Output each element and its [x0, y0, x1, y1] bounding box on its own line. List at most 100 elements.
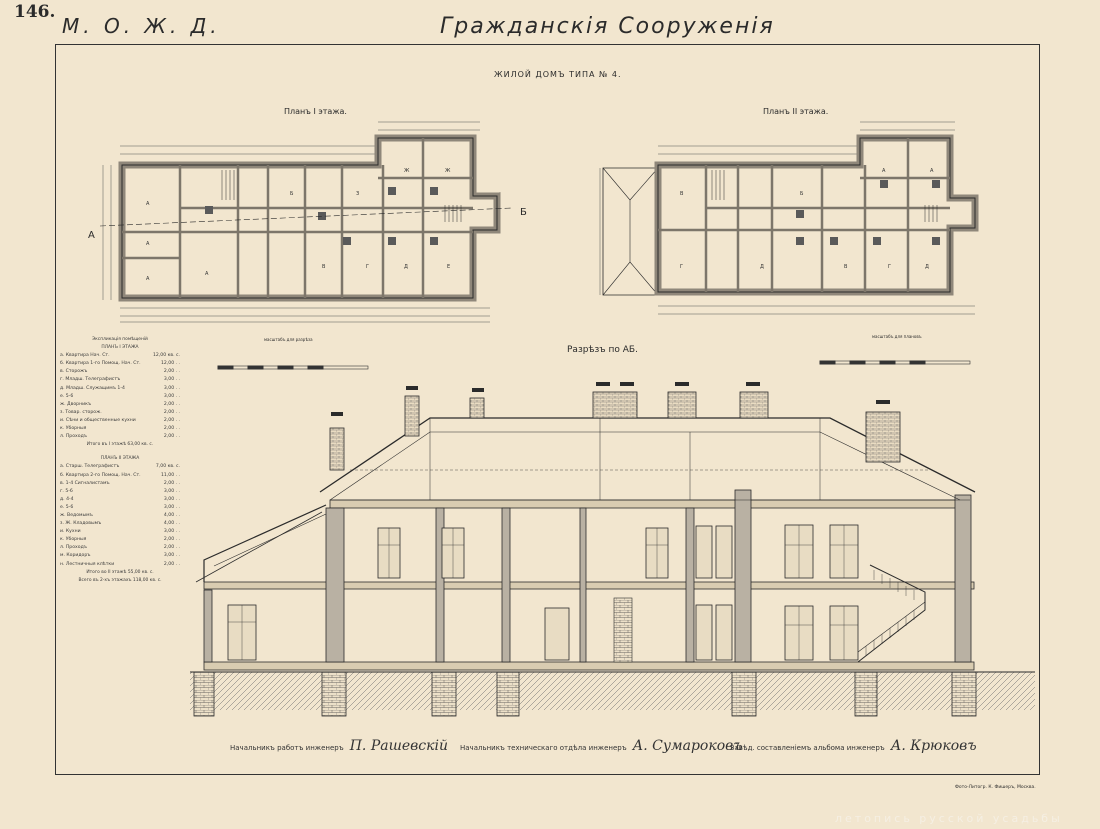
- legend-row-label: ж. Ведомымъ: [60, 512, 93, 518]
- drawing-frame: [55, 44, 1040, 775]
- legend-row-value: 3,00 . .: [163, 385, 180, 391]
- legend-row-label: в. Сторожъ: [60, 369, 88, 375]
- scale-bar-section-label: масштабъ для разрѣза: [264, 337, 313, 342]
- section-marker-a: А: [88, 230, 95, 241]
- legend-row: з. Товар. сторож. 2,00 . .: [60, 409, 180, 417]
- section-title: Разрѣзъ по АБ.: [567, 345, 638, 355]
- legend-row-label: и. Кухни: [60, 529, 81, 535]
- legend-row: е. 5-6 3,00 . .: [60, 504, 180, 512]
- legend-row: к. Уборныя 2,00 . .: [60, 425, 180, 433]
- legend-row-value: 2,00 . .: [163, 417, 180, 423]
- scale-bar-plans-label: масштабъ для плановъ: [872, 334, 922, 339]
- legend-row: л. Проходъ 2,00 . .: [60, 544, 180, 552]
- legend-row: ж. Ведомымъ 4,00 . .: [60, 512, 180, 520]
- legend-row-label: д. 4-4: [60, 496, 74, 502]
- legend-row-value: 2,00 . .: [163, 426, 180, 432]
- legend-row-value: 2,00 . .: [163, 561, 180, 567]
- legend-row-value: 12,00 . .: [161, 361, 180, 367]
- svg-text:З: З: [356, 191, 359, 197]
- legend-row-value: 3,00 . .: [163, 553, 180, 559]
- legend-grand-total: Всего въ 2-хъ этажахъ 118,00 кв. с.: [78, 577, 162, 583]
- printer-credit: Фото-Литогр. К. Фишеръ, Москва.: [955, 785, 1036, 790]
- plan-1-title: Планъ I этажа.: [284, 107, 347, 116]
- svg-text:Г: Г: [680, 264, 683, 270]
- legend-row: б. Квартира 2-го Помощ. Нач. Ст.11,00 . …: [60, 472, 180, 480]
- legend-heading: Экспликація помѣщеній: [92, 337, 148, 342]
- legend-row-label: б. Квартира 2-го Помощ. Нач. Ст.: [60, 472, 141, 478]
- svg-text:Б: Б: [290, 191, 294, 197]
- legend-row-value: 2,00 . .: [163, 545, 180, 551]
- railway-code: М. О. Ж. Д.: [62, 14, 221, 38]
- legend-row-label: л. Проходъ: [60, 434, 87, 440]
- cross-section: [190, 382, 1035, 717]
- legend-row-label: и. Сѣни и общественные кухни: [60, 417, 136, 423]
- legend-row-value: 2,00 . .: [163, 409, 180, 415]
- legend-floor-1-heading: ПЛАНЪ I ЭТАЖА: [101, 345, 139, 351]
- legend-row-label: л. Проходъ: [60, 545, 87, 551]
- watermark: летопись русской усадьбы: [835, 812, 1063, 825]
- legend-row-label: ж. Дворникъ: [60, 401, 92, 407]
- legend-row-label: н. Лестничныя клѣтки: [60, 561, 115, 567]
- svg-text:А: А: [882, 168, 886, 174]
- legend-floor-2-total: Итого во II этажѣ 55,00 кв. с.: [86, 569, 154, 575]
- svg-text:Б: Б: [800, 191, 804, 197]
- svg-text:Ж: Ж: [445, 168, 451, 174]
- svg-text:В: В: [680, 191, 684, 197]
- legend-row-value: 12,00 кв. с.: [153, 353, 180, 359]
- legend-row-label: з. Ж. Кладовымъ: [60, 521, 102, 527]
- legend-row-label: к. Уборныя: [60, 426, 87, 432]
- sheet-title: Гражданскія Сооруженія: [440, 14, 775, 39]
- svg-text:Д: Д: [760, 264, 764, 270]
- legend-row: и. Кухни 3,00 . .: [60, 528, 180, 536]
- plan-2-title: Планъ II этажа.: [763, 107, 829, 116]
- house-type-title: ЖИЛОЙ ДОМЪ ТИПА № 4.: [494, 70, 622, 79]
- legend-row-value: 2,00 . .: [163, 480, 180, 486]
- svg-text:Г: Г: [888, 264, 891, 270]
- legend-floor-1-rows: а. Квартира Нач. Ст.12,00 кв. с.б. Кварт…: [60, 352, 180, 441]
- svg-text:В: В: [844, 264, 848, 270]
- legend-row-value: 4,00 . .: [163, 512, 180, 518]
- legend-row-value: 3,00 . .: [163, 504, 180, 510]
- svg-text:Е: Е: [447, 264, 450, 270]
- legend-row-value: 2,00 . .: [163, 434, 180, 440]
- floor-plan-2: В Г Д Б В Г Д А А: [599, 121, 979, 315]
- legend-row-value: 3,00 . .: [163, 393, 180, 399]
- legend-row-value: 2,00 . .: [163, 401, 180, 407]
- legend-row-value: 4,00 . .: [163, 521, 180, 527]
- legend-floor-1-total: Итого въ I этажѣ 63,00 кв. с.: [86, 442, 154, 448]
- legend-row-value: 3,00 . .: [163, 377, 180, 383]
- svg-text:А: А: [930, 168, 934, 174]
- svg-text:А: А: [146, 241, 150, 247]
- legend-row: н. Лестничныя клѣтки 2,00 . .: [60, 561, 180, 569]
- legend-floor-2-heading: ПЛАНЪ II ЭТАЖА: [100, 456, 140, 462]
- legend-row-value: 3,00 . .: [163, 529, 180, 535]
- legend-row-label: г. 5-6: [60, 488, 73, 494]
- legend-row: и. Сѣни и общественные кухни 2,00 . .: [60, 417, 180, 425]
- legend-row-label: е. 5-6: [60, 504, 74, 510]
- sheet-number: 146.: [14, 2, 56, 22]
- legend-row-label: з. Товар. сторож.: [60, 409, 102, 415]
- legend-row-value: 3,00 . .: [163, 496, 180, 502]
- room-explication: Экспликація помѣщеній ПЛАНЪ I ЭТАЖА а. К…: [60, 336, 180, 585]
- legend-row: а. Квартира Нач. Ст. 12,00 кв. с.: [60, 352, 180, 360]
- legend-row-label: а. Квартира Нач. Ст.: [60, 353, 110, 359]
- legend-row: ж. Дворникъ 2,00 . .: [60, 401, 180, 409]
- legend-row-label: м. Коридоръ: [60, 553, 91, 559]
- scale-bars: [217, 360, 971, 370]
- svg-text:Д: Д: [925, 264, 929, 270]
- legend-row: м. Коридоръ 3,00 . .: [60, 552, 180, 560]
- legend-row: л. Проходъ 2,00 . .: [60, 433, 180, 441]
